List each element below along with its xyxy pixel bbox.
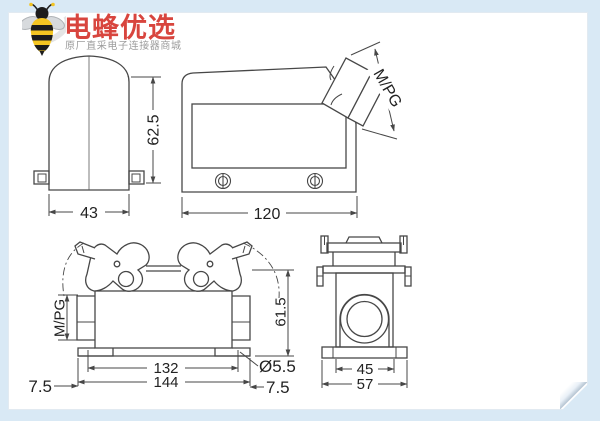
base-front-view: M/PG 61.5 132 144 7.5 Ø5.: [28, 241, 296, 397]
logo: 电蜂优选 原厂直采电子连接器商城: [16, 0, 236, 58]
dim-hood-width: 43: [80, 205, 98, 222]
dim-base-offset-left: 7.5: [28, 377, 52, 396]
brand-tagline: 原厂直采电子连接器商城: [65, 41, 182, 52]
dim-base-hole-span: 132: [153, 360, 178, 377]
dim-hood-length: 120: [254, 206, 281, 223]
dim-base-side-base-width: 57: [357, 376, 374, 393]
hood-side-view: M/PG 120: [181, 41, 410, 223]
bee-icon: [22, 2, 66, 56]
hood-front-view: 62.5 43: [33, 55, 163, 222]
base-side-view: 45 57: [316, 235, 412, 393]
dim-hood-height: 62.5: [146, 114, 163, 145]
dim-base-height: 61.5: [273, 297, 290, 326]
dim-base-side-body-width: 45: [357, 361, 374, 378]
dim-base-overall-width: 144: [153, 374, 178, 391]
dim-base-offset-right: 7.5: [266, 378, 290, 397]
dim-base-hole-diameter: Ø5.5: [259, 357, 296, 376]
brand-name: 电蜂优选: [64, 13, 176, 43]
dim-base-entry: M/PG: [52, 299, 69, 337]
